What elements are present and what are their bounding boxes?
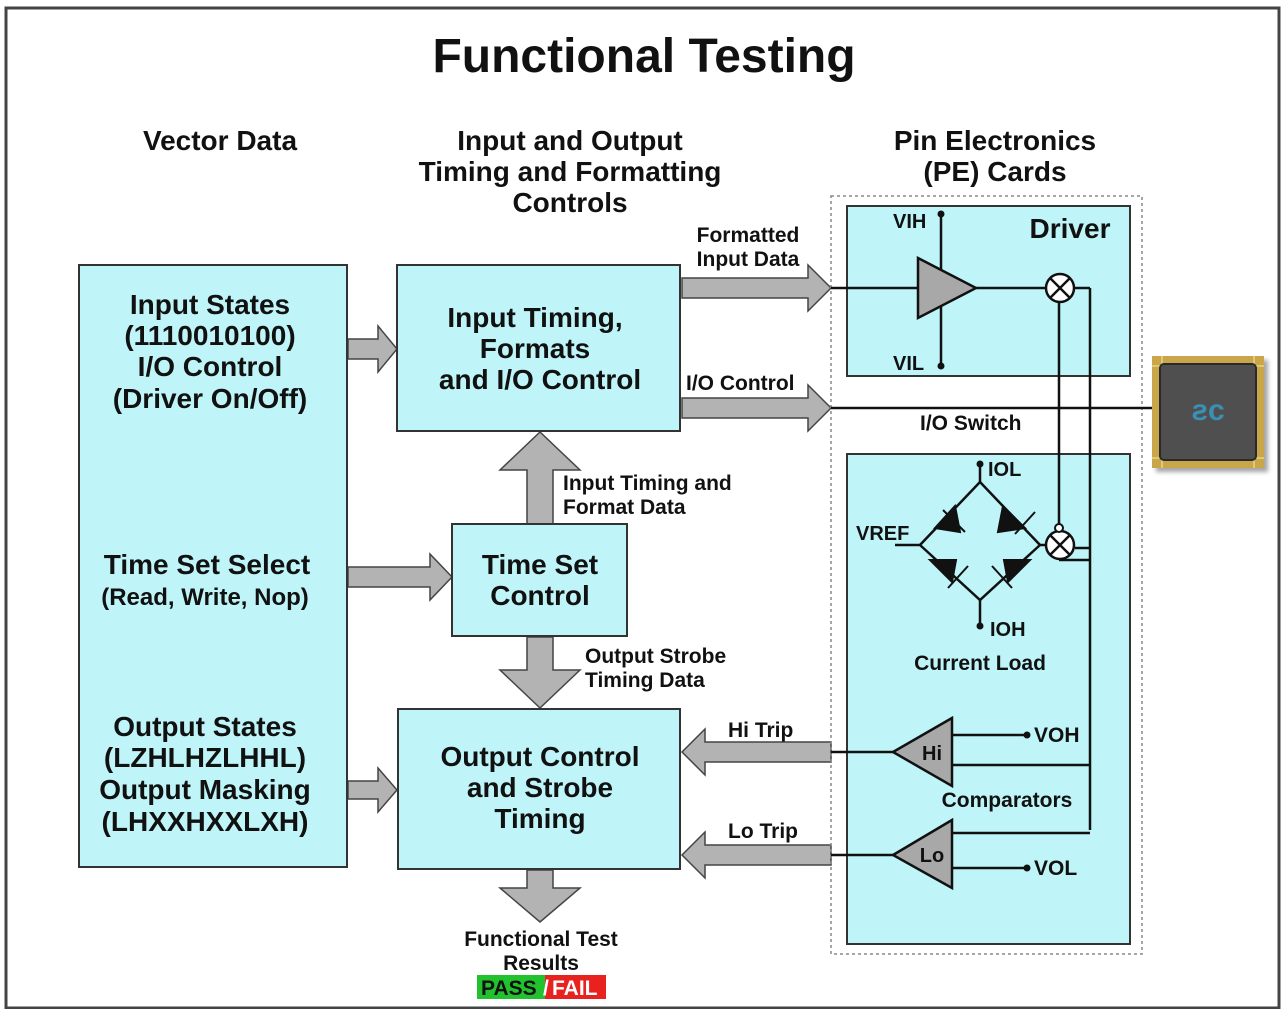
arrow-functional-test-results xyxy=(497,869,583,923)
lo-comparator xyxy=(890,817,954,891)
voh-terminal xyxy=(1023,731,1031,739)
driver-label: Driver xyxy=(1030,213,1111,244)
chip-icon: ƨc xyxy=(1152,356,1264,468)
column-header-timing-line: Timing and Formatting xyxy=(419,156,722,187)
vector-text-line: I/O Control xyxy=(138,351,283,382)
hi-comparator xyxy=(890,715,954,789)
arrow-output-strobe-timing xyxy=(498,636,582,710)
comparators-label: Comparators xyxy=(942,789,1073,812)
iol-terminal xyxy=(976,460,984,468)
io-switch-label: I/O Switch xyxy=(920,412,1022,435)
fail-text: FAIL xyxy=(552,977,598,1000)
driver-wiring xyxy=(831,214,1158,830)
vector-text-line: (Driver On/Off) xyxy=(113,383,307,414)
vector-text-line: (LHXXHXXLXH) xyxy=(102,806,309,837)
vector-text-line: Output States xyxy=(113,711,297,742)
diagram-title: Functional Testing xyxy=(432,30,855,83)
vil-terminal xyxy=(937,362,945,370)
arrow-io-control xyxy=(681,383,833,433)
time-set-control-box xyxy=(451,523,628,637)
iol-label: IOL xyxy=(988,459,1021,481)
column-header-pe: Pin Electronics (PE) Cards xyxy=(894,125,1096,187)
vih-terminal xyxy=(937,210,945,218)
input-timing-box-line: Formats xyxy=(480,333,590,364)
output-control-line: Output Control xyxy=(440,741,639,772)
diodes xyxy=(927,503,1036,589)
label-output-strobe: Timing Data xyxy=(585,669,705,692)
slash-text: / xyxy=(543,977,549,1000)
voh-label: VOH xyxy=(1034,724,1080,747)
column-header-timing-line: Controls xyxy=(512,187,627,218)
label-lo-trip: Lo Trip xyxy=(728,820,798,843)
vector-text-line: Output Masking xyxy=(99,774,311,805)
label-input-timing-format: Format Data xyxy=(563,496,686,519)
arrow-time-set-select xyxy=(347,552,454,602)
lo-comparator-label: Lo xyxy=(920,845,944,867)
load-switch xyxy=(1044,523,1076,561)
vref-label: VREF xyxy=(856,523,909,545)
output-control-line: Timing xyxy=(494,803,585,834)
column-header-pe-line: (PE) Cards xyxy=(923,156,1066,187)
pe-cards-outline xyxy=(830,195,1143,955)
arrow-lo-trip xyxy=(680,830,832,880)
ioh-label: IOH xyxy=(990,619,1026,641)
load-comparator-panel xyxy=(846,453,1131,945)
time-set-control-line: Control xyxy=(490,580,590,611)
fail-badge xyxy=(545,975,606,999)
driver-switch xyxy=(1044,272,1076,304)
svg-text:ƨc: ƨc xyxy=(1191,394,1224,427)
arrow-hi-trip xyxy=(680,727,832,777)
column-header-vector-data: Vector Data xyxy=(143,125,297,156)
pass-text: PASS xyxy=(481,977,537,1000)
input-timing-box xyxy=(396,264,681,432)
column-header-pe-line: Pin Electronics xyxy=(894,125,1096,156)
column-header-timing-line: Input and Output xyxy=(457,125,683,156)
output-states-block: Output States (LZHLHZLHHL) Output Maskin… xyxy=(99,711,311,837)
vector-text-line: Input States xyxy=(130,289,290,320)
label-io-control: I/O Control xyxy=(686,372,795,395)
vil-label: VIL xyxy=(893,353,924,375)
vol-terminal xyxy=(1023,864,1031,872)
label-formatted-input-data: Input Data xyxy=(697,248,800,271)
label-input-timing-format: Input Timing and xyxy=(563,472,732,495)
output-control-box xyxy=(397,708,681,870)
driver-amplifier xyxy=(916,255,979,321)
column-header-timing: Input and Output Timing and Formatting C… xyxy=(419,125,722,218)
hi-comparator-label: Hi xyxy=(922,743,942,765)
arrow-input-states xyxy=(347,323,398,375)
input-states-block: Input States (1110010100) I/O Control (D… xyxy=(113,289,307,414)
vector-data-box xyxy=(78,264,348,868)
time-set-control-line: Time Set xyxy=(482,549,598,580)
input-timing-box-line: Input Timing, xyxy=(447,302,622,333)
vih-label: VIH xyxy=(893,211,926,233)
output-control-line: and Strobe xyxy=(467,772,613,803)
ioh-terminal xyxy=(976,622,984,630)
results-label-line: Functional Test xyxy=(464,928,618,951)
label-output-strobe: Output Strobe xyxy=(585,645,726,668)
label-formatted-input-data: Formatted xyxy=(697,224,800,247)
time-set-select-block: Time Set Select (Read, Write, Nop) xyxy=(101,549,310,611)
vector-text-line: (1110010100) xyxy=(124,320,295,351)
arrow-input-timing-format-data xyxy=(498,430,582,525)
vol-label: VOL xyxy=(1034,857,1077,880)
pass-badge xyxy=(477,975,545,999)
comparator-wiring xyxy=(831,733,1090,870)
input-timing-box-line: and I/O Control xyxy=(439,364,641,395)
driver-panel xyxy=(846,205,1131,377)
arrow-output-states xyxy=(347,765,398,815)
label-hi-trip: Hi Trip xyxy=(728,719,793,742)
results-label-line: Results xyxy=(503,952,579,975)
vector-text-line: (LZHLHZLHHL) xyxy=(104,742,306,773)
block-arrows xyxy=(347,263,833,923)
vector-text-line: Time Set Select xyxy=(104,549,310,580)
vector-text-line: (Read, Write, Nop) xyxy=(101,584,309,611)
current-load-label: Current Load xyxy=(914,652,1046,675)
arrow-formatted-input-data xyxy=(681,263,833,313)
